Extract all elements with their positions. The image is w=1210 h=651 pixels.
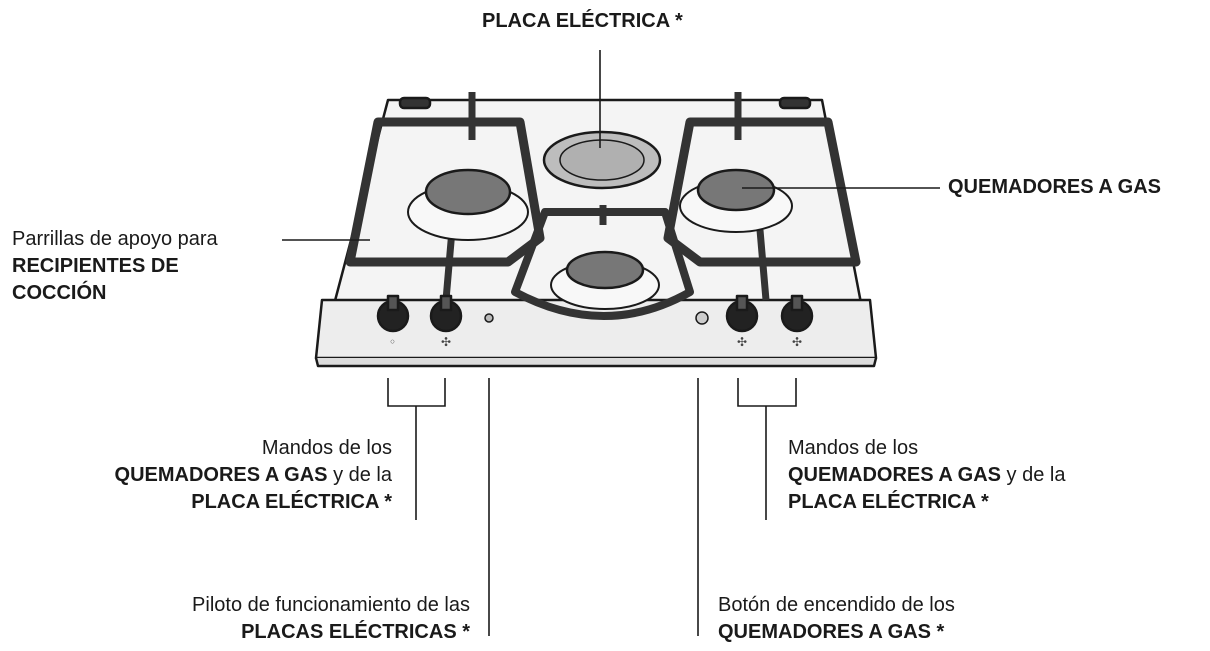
knob-2 <box>429 294 463 333</box>
grid-left <box>345 117 545 267</box>
svg-text:✣: ✣ <box>792 335 802 349</box>
knob-1 <box>376 294 410 333</box>
leader-lines <box>282 50 940 636</box>
svg-text:◦: ◦ <box>389 335 396 349</box>
knob-4 <box>780 294 814 333</box>
label-grids: Parrillas de apoyo para RECIPIENTES DE C… <box>12 226 218 307</box>
label-line: Piloto de funcionamiento de las <box>192 594 470 616</box>
label-line: Botón de encendido de los <box>718 594 955 616</box>
svg-text:✣: ✣ <box>737 335 747 349</box>
knob-3 <box>725 294 759 333</box>
grid-right <box>663 117 861 267</box>
label-line: Mandos de los <box>788 437 919 459</box>
grid-center <box>511 208 694 320</box>
burner-center <box>565 250 645 290</box>
svg-text:✣: ✣ <box>441 335 451 349</box>
burner-right <box>696 168 776 212</box>
label-text: PLACA ELÉCTRICA * <box>482 10 683 32</box>
burner-left <box>424 168 512 216</box>
label-gas-burners-right: QUEMADORES A GAS <box>948 174 1161 201</box>
pilot-light <box>484 313 494 323</box>
label-pilot-light: Piloto de funcionamiento de las PLACAS E… <box>192 592 470 646</box>
label-line: Mandos de los <box>261 437 392 459</box>
label-line: QUEMADORES A GAS * <box>718 621 945 643</box>
label-text: QUEMADORES A GAS <box>948 176 1161 198</box>
label-knobs-left: Mandos de los QUEMADORES A GAS y de la P… <box>115 435 392 516</box>
label-line: PLACA ELÉCTRICA * <box>191 491 392 513</box>
label-line: PLACAS ELÉCTRICAS * <box>241 621 470 643</box>
label-electric-plate-top: PLACA ELÉCTRICA * <box>482 8 683 35</box>
label-line-bold: QUEMADORES A GAS <box>788 464 1001 486</box>
label-ignition-button: Botón de encendido de los QUEMADORES A G… <box>718 592 955 646</box>
label-line-rest: y de la <box>1000 464 1066 486</box>
label-line: RECIPIENTES DE <box>12 255 179 277</box>
label-line: COCCIÓN <box>12 282 107 304</box>
cooktop-illustration: ◦ ✣ ✣ ✣ <box>314 92 878 368</box>
label-line-rest: y de la <box>327 464 392 486</box>
label-line: Parrillas de apoyo para <box>12 228 218 250</box>
label-line: PLACA ELÉCTRICA * <box>788 491 989 513</box>
label-knobs-right: Mandos de los QUEMADORES A GAS y de la P… <box>788 435 1065 516</box>
label-line-bold: QUEMADORES A GAS <box>114 464 328 486</box>
ignition-button <box>695 311 709 325</box>
